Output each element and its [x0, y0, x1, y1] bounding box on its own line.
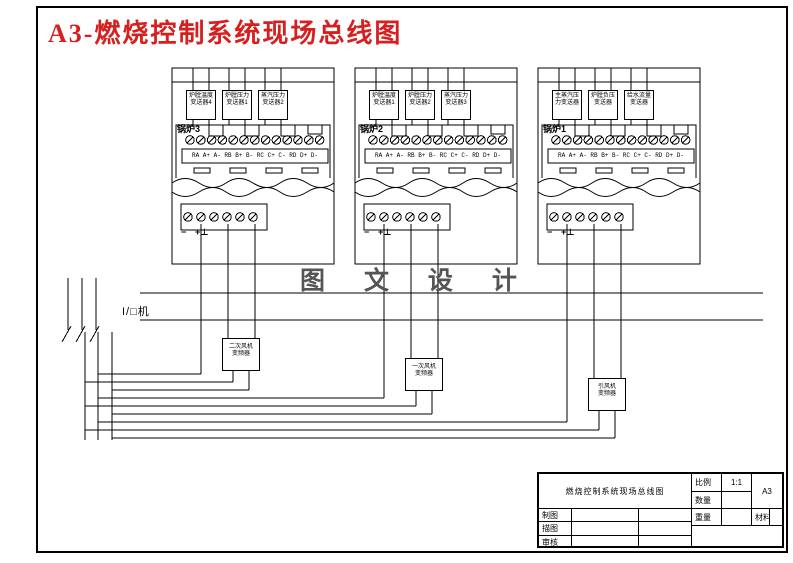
vfd-label-line1: 二次风机: [228, 344, 253, 350]
transmitter-box: 炉膛压力变送器2: [405, 90, 435, 120]
quantity-value: [722, 492, 752, 509]
plc-station-3: 锅炉1 主蒸汽压力变送器 炉膛负压变送器 给水流量变送器 RA A+ A- RB…: [538, 0, 700, 300]
terminal-strip-labels: RA A+ A- RB B+ B- RC C+ C- RD D+ D-: [557, 152, 685, 159]
title-block-empty-cell: [692, 526, 782, 546]
weight-value: [722, 509, 752, 526]
drafter-extra: [639, 509, 692, 522]
vfd-label-line2: 变频器: [414, 371, 433, 377]
material-value: [770, 509, 782, 526]
tracer-extra: [639, 522, 692, 536]
plc-station-1: 锅炉3 炉膛温度变送器4 炉膛压力变送器1 蒸汽压力变送器2 RA A+ A- …: [172, 0, 334, 300]
weight-label: 重量: [692, 509, 722, 526]
polarity-minus-label: −: [181, 227, 187, 237]
vfd-label-line1: 一次风机: [411, 364, 436, 370]
polarity-plus-ground-label: +⊥: [195, 227, 209, 237]
checker-value: [572, 536, 639, 548]
sheet-border: [36, 6, 788, 553]
checker-label: 审核: [539, 536, 572, 548]
polarity-plus-ground-label: +⊥: [378, 227, 392, 237]
drafter-value: [572, 509, 639, 522]
tracer-value: [572, 522, 639, 536]
transmitter-box: 蒸汽压力变送器2: [258, 90, 288, 120]
transmitter-box: 给水流量变送器: [624, 90, 654, 120]
polarity-minus-label: −: [547, 227, 553, 237]
vfd-label-line2: 变频器: [231, 351, 250, 357]
vfd-box-induced-draft-fan: 引风机 变频器: [588, 378, 626, 411]
station-name: 锅炉2: [360, 124, 384, 134]
scale-value: 1:1: [722, 474, 752, 492]
station-name: 锅炉3: [177, 124, 201, 134]
transmitter-box: 炉膛温度变送器1: [369, 90, 399, 120]
transmitter-box: 主蒸汽压力变送器: [552, 90, 582, 120]
vfd-box-primary-fan: 一次风机 变频器: [405, 358, 443, 391]
transmitter-box: 炉膛负压变送器: [588, 90, 618, 120]
scale-label: 比例: [692, 474, 722, 492]
station-name: 锅炉1: [543, 124, 567, 134]
tracer-label: 描图: [539, 522, 572, 536]
transmitter-box: 炉膛温度变送器4: [186, 90, 216, 120]
polarity-minus-label: −: [364, 227, 370, 237]
quantity-label: 数量: [692, 492, 722, 509]
polarity-plus-ground-label: +⊥: [561, 227, 575, 237]
drafter-label: 制图: [539, 509, 572, 522]
sheet-size: A3: [752, 474, 782, 509]
io-bus-label: I/□机: [122, 306, 150, 318]
plc-station-2: 锅炉2 炉膛温度变送器1 炉膛压力变送器2 蒸汽压力变送器3 RA A+ A- …: [355, 0, 517, 300]
title-block-drawing-title: 燃烧控制系统现场总线图: [539, 474, 692, 509]
transmitter-box: 炉膛压力变送器1: [222, 90, 252, 120]
material-label: 材料: [752, 509, 770, 526]
vfd-box-secondary-fan: 二次风机 变频器: [222, 338, 260, 371]
watermark-text: 图 文 设 计: [300, 267, 533, 295]
terminal-strip-labels: RA A+ A- RB B+ B- RC C+ C- RD D+ D-: [191, 152, 319, 159]
drawing-main-title: A3-燃烧控制系统现场总线图: [48, 19, 403, 48]
checker-extra: [639, 536, 692, 548]
transmitter-box: 蒸汽压力变送器3: [441, 90, 471, 120]
vfd-label-line1: 引风机: [597, 384, 616, 390]
vfd-label-line2: 变频器: [597, 391, 616, 397]
title-block: 燃烧控制系统现场总线图 比例 1:1 A3 数量 重量 材料 制图 描图 审核: [537, 472, 784, 548]
terminal-strip-labels: RA A+ A- RB B+ B- RC C+ C- RD D+ D-: [374, 152, 502, 159]
